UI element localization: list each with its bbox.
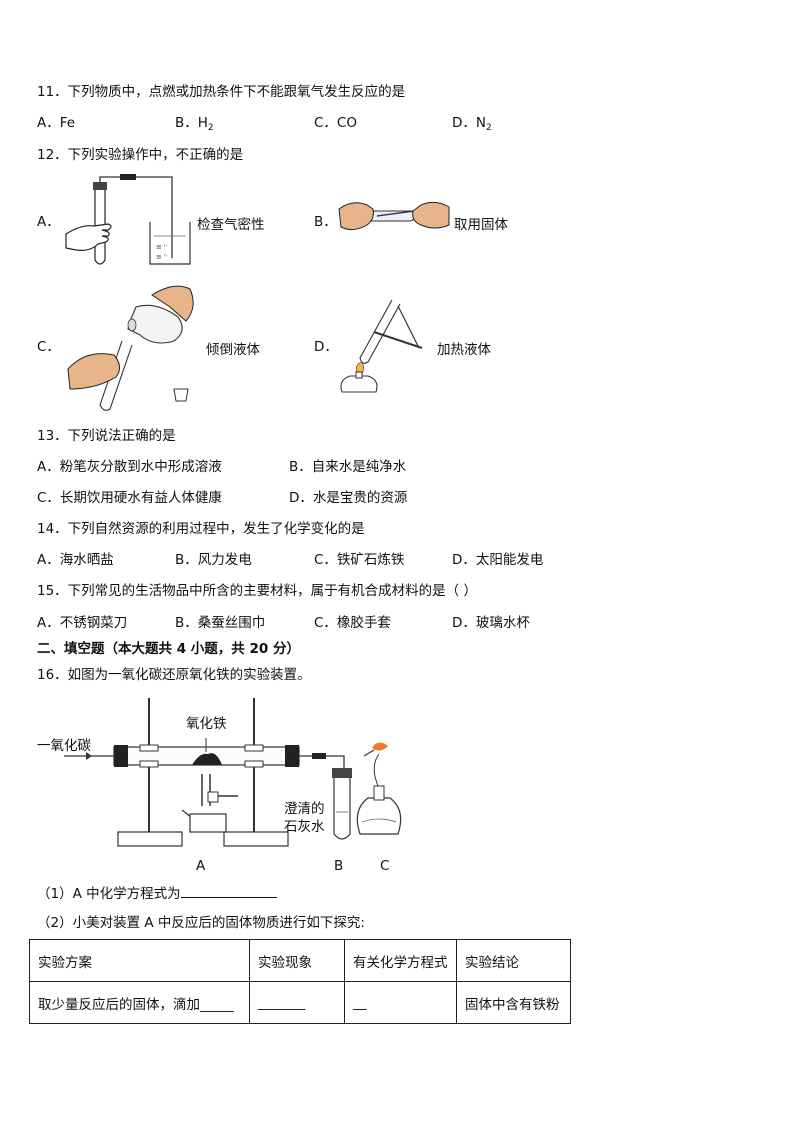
q14-option-c: C．铁矿石炼铁 [314, 552, 405, 568]
q15-option-d: D．玻璃水杯 [452, 615, 530, 631]
q15-option-b: B．桑蚕丝围巾 [175, 615, 266, 631]
table-header: 实验方案 [29, 939, 250, 982]
airtightness-check-figure: ≡ ⁿ ≡ ⁿ [65, 174, 191, 265]
q11-option-c: C．CO [314, 115, 357, 131]
table-cell[interactable]: _______ [249, 981, 345, 1024]
q12-option-d-caption: 加热液体 [437, 342, 491, 358]
co-reduction-apparatus-figure [64, 698, 402, 847]
apparatus-label-c: C [380, 858, 390, 874]
q15-option-c: C．橡胶手套 [314, 615, 391, 631]
pouring-liquid-figure [67, 285, 194, 411]
q14-option-d: D．太阳能发电 [452, 552, 544, 568]
table-header-row: 实验方案 实验现象 有关化学方程式 实验结论 [29, 939, 571, 982]
co-inlet-label: 一氧化碳 [37, 738, 91, 754]
q14-stem: 14．下列自然资源的利用过程中，发生了化学变化的是 [37, 521, 365, 537]
q13-option-c: C．长期饮用硬水有益人体健康 [37, 490, 222, 506]
iron-oxide-label: 氧化铁 [186, 716, 227, 732]
svg-text:≡ ⁿ: ≡ ⁿ [156, 243, 167, 251]
table-cell: 固体中含有铁粉 [456, 981, 571, 1024]
q16-sub1-blank[interactable] [180, 885, 277, 898]
q12-option-b-letter: B． [314, 214, 337, 230]
limewater-label-1: 澄清的 [284, 801, 325, 817]
experiment-table: 实验方案 实验现象 有关化学方程式 实验结论 取少量反应后的固体，滴加_____… [29, 939, 571, 1024]
q13-stem: 13．下列说法正确的是 [37, 428, 176, 444]
q11-stem: 11．下列物质中，点燃或加热条件下不能跟氧气发生反应的是 [37, 84, 406, 100]
q13-option-a: A．粉笔灰分散到水中形成溶液 [37, 459, 222, 475]
q13-option-d: D．水是宝贵的资源 [289, 490, 408, 506]
q12-option-d-letter: D． [314, 339, 338, 355]
q15-option-a: A．不锈钢菜刀 [37, 615, 128, 631]
table-cell[interactable]: 取少量反应后的固体，滴加_____ [29, 981, 250, 1024]
table-header: 实验结论 [456, 939, 571, 982]
q11-option-b: B．H2 [175, 115, 214, 133]
q12-stem: 12．下列实验操作中，不正确的是 [37, 147, 244, 163]
apparatus-label-b: B [334, 858, 344, 874]
solid-taking-figure [338, 201, 450, 231]
q14-option-a: A．海水晒盐 [37, 552, 114, 568]
q15-stem: 15．下列常见的生活物品中所含的主要材料，属于有机合成材料的是（ ） [37, 583, 477, 599]
q16-stem: 16．如图为一氧化碳还原氧化铁的实验装置。 [37, 667, 311, 683]
table-header: 实验现象 [249, 939, 345, 982]
table-header: 有关化学方程式 [344, 939, 457, 982]
q11-option-d: D．N2 [452, 115, 492, 133]
q16-sub1: （1）A 中化学方程式为 [37, 885, 277, 903]
q12-option-c-caption: 倾倒液体 [206, 342, 260, 358]
section-heading: 二、填空题（本大题共 4 小题，共 20 分） [37, 641, 300, 657]
q11-option-a: A．Fe [37, 115, 76, 131]
limewater-label-2: 石灰水 [284, 819, 325, 835]
table-cell[interactable]: __ [344, 981, 457, 1024]
q16-sub2: （2）小美对装置 A 中反应后的固体物质进行如下探究: [37, 915, 365, 931]
q12-option-a-letter: A． [37, 214, 60, 230]
svg-text:≡ ⁿ: ≡ ⁿ [156, 253, 167, 261]
q12-option-b-caption: 取用固体 [454, 217, 508, 233]
heating-liquid-figure [340, 299, 423, 393]
q12-option-a-caption: 检查气密性 [197, 217, 265, 233]
q12-option-c-letter: C． [37, 339, 60, 355]
q13-option-b: B．自来水是纯净水 [289, 459, 407, 475]
apparatus-label-a: A [196, 858, 206, 874]
table-row: 取少量反应后的固体，滴加_____ _______ __ 固体中含有铁粉 [29, 981, 571, 1024]
q14-option-b: B．风力发电 [175, 552, 252, 568]
